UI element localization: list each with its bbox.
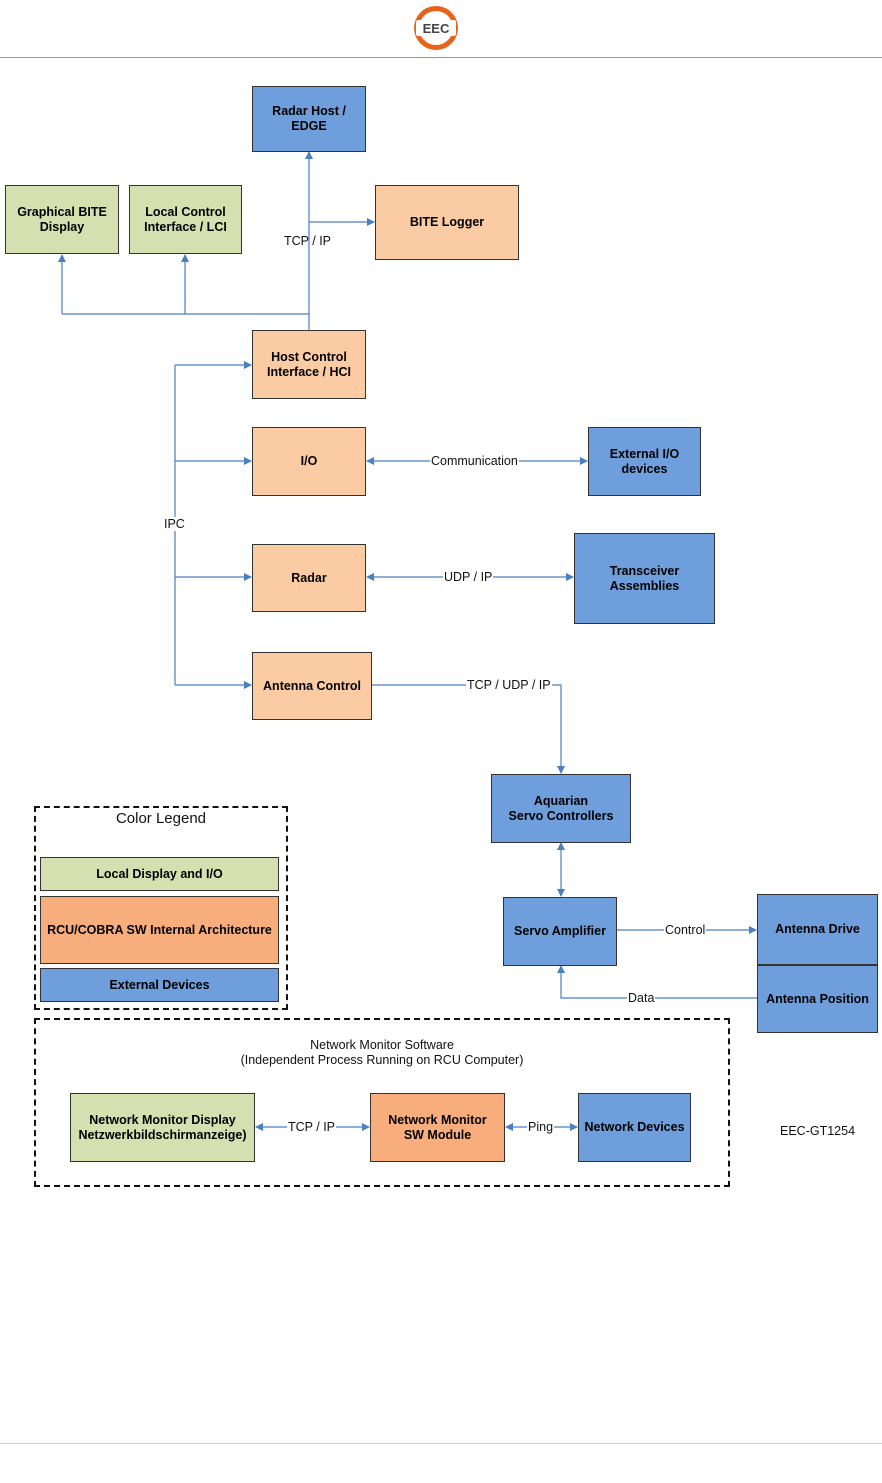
node-transceiver-assemblies: Transceiver Assemblies: [574, 533, 715, 624]
node-antenna-position: Antenna Position: [757, 965, 878, 1033]
node-bite-logger: BITE Logger: [375, 185, 519, 260]
node-io: I/O: [252, 427, 366, 496]
node-network-devices: Network Devices: [578, 1093, 691, 1162]
label-communication: Communication: [430, 454, 519, 468]
figure-id: EEC-GT1254: [780, 1124, 856, 1138]
svg-text:EEC: EEC: [423, 21, 450, 36]
node-local-control-interface: Local Control Interface / LCI: [129, 185, 242, 254]
label-ping: Ping: [527, 1120, 555, 1134]
label-control: Control: [664, 923, 707, 937]
header-rule: [0, 57, 882, 58]
node-servo-amplifier: Servo Amplifier: [503, 897, 617, 966]
footer-rule: [0, 1443, 882, 1444]
eec-logo: EEC: [414, 6, 458, 50]
label-tcpudpip: TCP / UDP / IP: [466, 678, 552, 692]
node-graphical-bite-display: Graphical BITE Display: [5, 185, 119, 254]
label-udpip: UDP / IP: [443, 570, 494, 584]
edge-data: [557, 965, 757, 999]
node-antenna-drive: Antenna Drive: [757, 894, 878, 965]
legend-item-internal-architecture: RCU/COBRA SW Internal Architecture: [40, 896, 279, 964]
node-antenna-control: Antenna Control: [252, 652, 372, 720]
label-data: Data: [627, 991, 656, 1005]
label-ipc: IPC: [163, 517, 186, 531]
legend-item-external-devices: External Devices: [40, 968, 279, 1002]
legend-frame: [34, 806, 288, 1010]
node-radar-host: Radar Host / EDGE: [252, 86, 366, 152]
node-network-monitor-display: Network Monitor Display Netzwerkbildschi…: [70, 1093, 255, 1162]
node-radar: Radar: [252, 544, 366, 612]
network-monitor-title: Network Monitor Software (Independent Pr…: [240, 1038, 524, 1067]
node-aquarian-servo-controllers: Aquarian Servo Controllers: [491, 774, 631, 843]
edge-tcpudpip: [372, 684, 565, 774]
label-tcpip-top: TCP / IP: [284, 234, 332, 248]
label-tcpip-nm: TCP / IP: [287, 1120, 337, 1134]
network-monitor-frame: [34, 1018, 730, 1187]
logo-text: EEC: [423, 21, 450, 36]
legend-title: Color Legend: [115, 810, 207, 827]
node-host-control-interface: Host Control Interface / HCI: [252, 330, 366, 399]
node-external-io-devices: External I/O devices: [588, 427, 701, 496]
node-network-monitor-module: Network Monitor SW Module: [370, 1093, 505, 1162]
legend-item-local-display: Local Display and I/O: [40, 857, 279, 891]
